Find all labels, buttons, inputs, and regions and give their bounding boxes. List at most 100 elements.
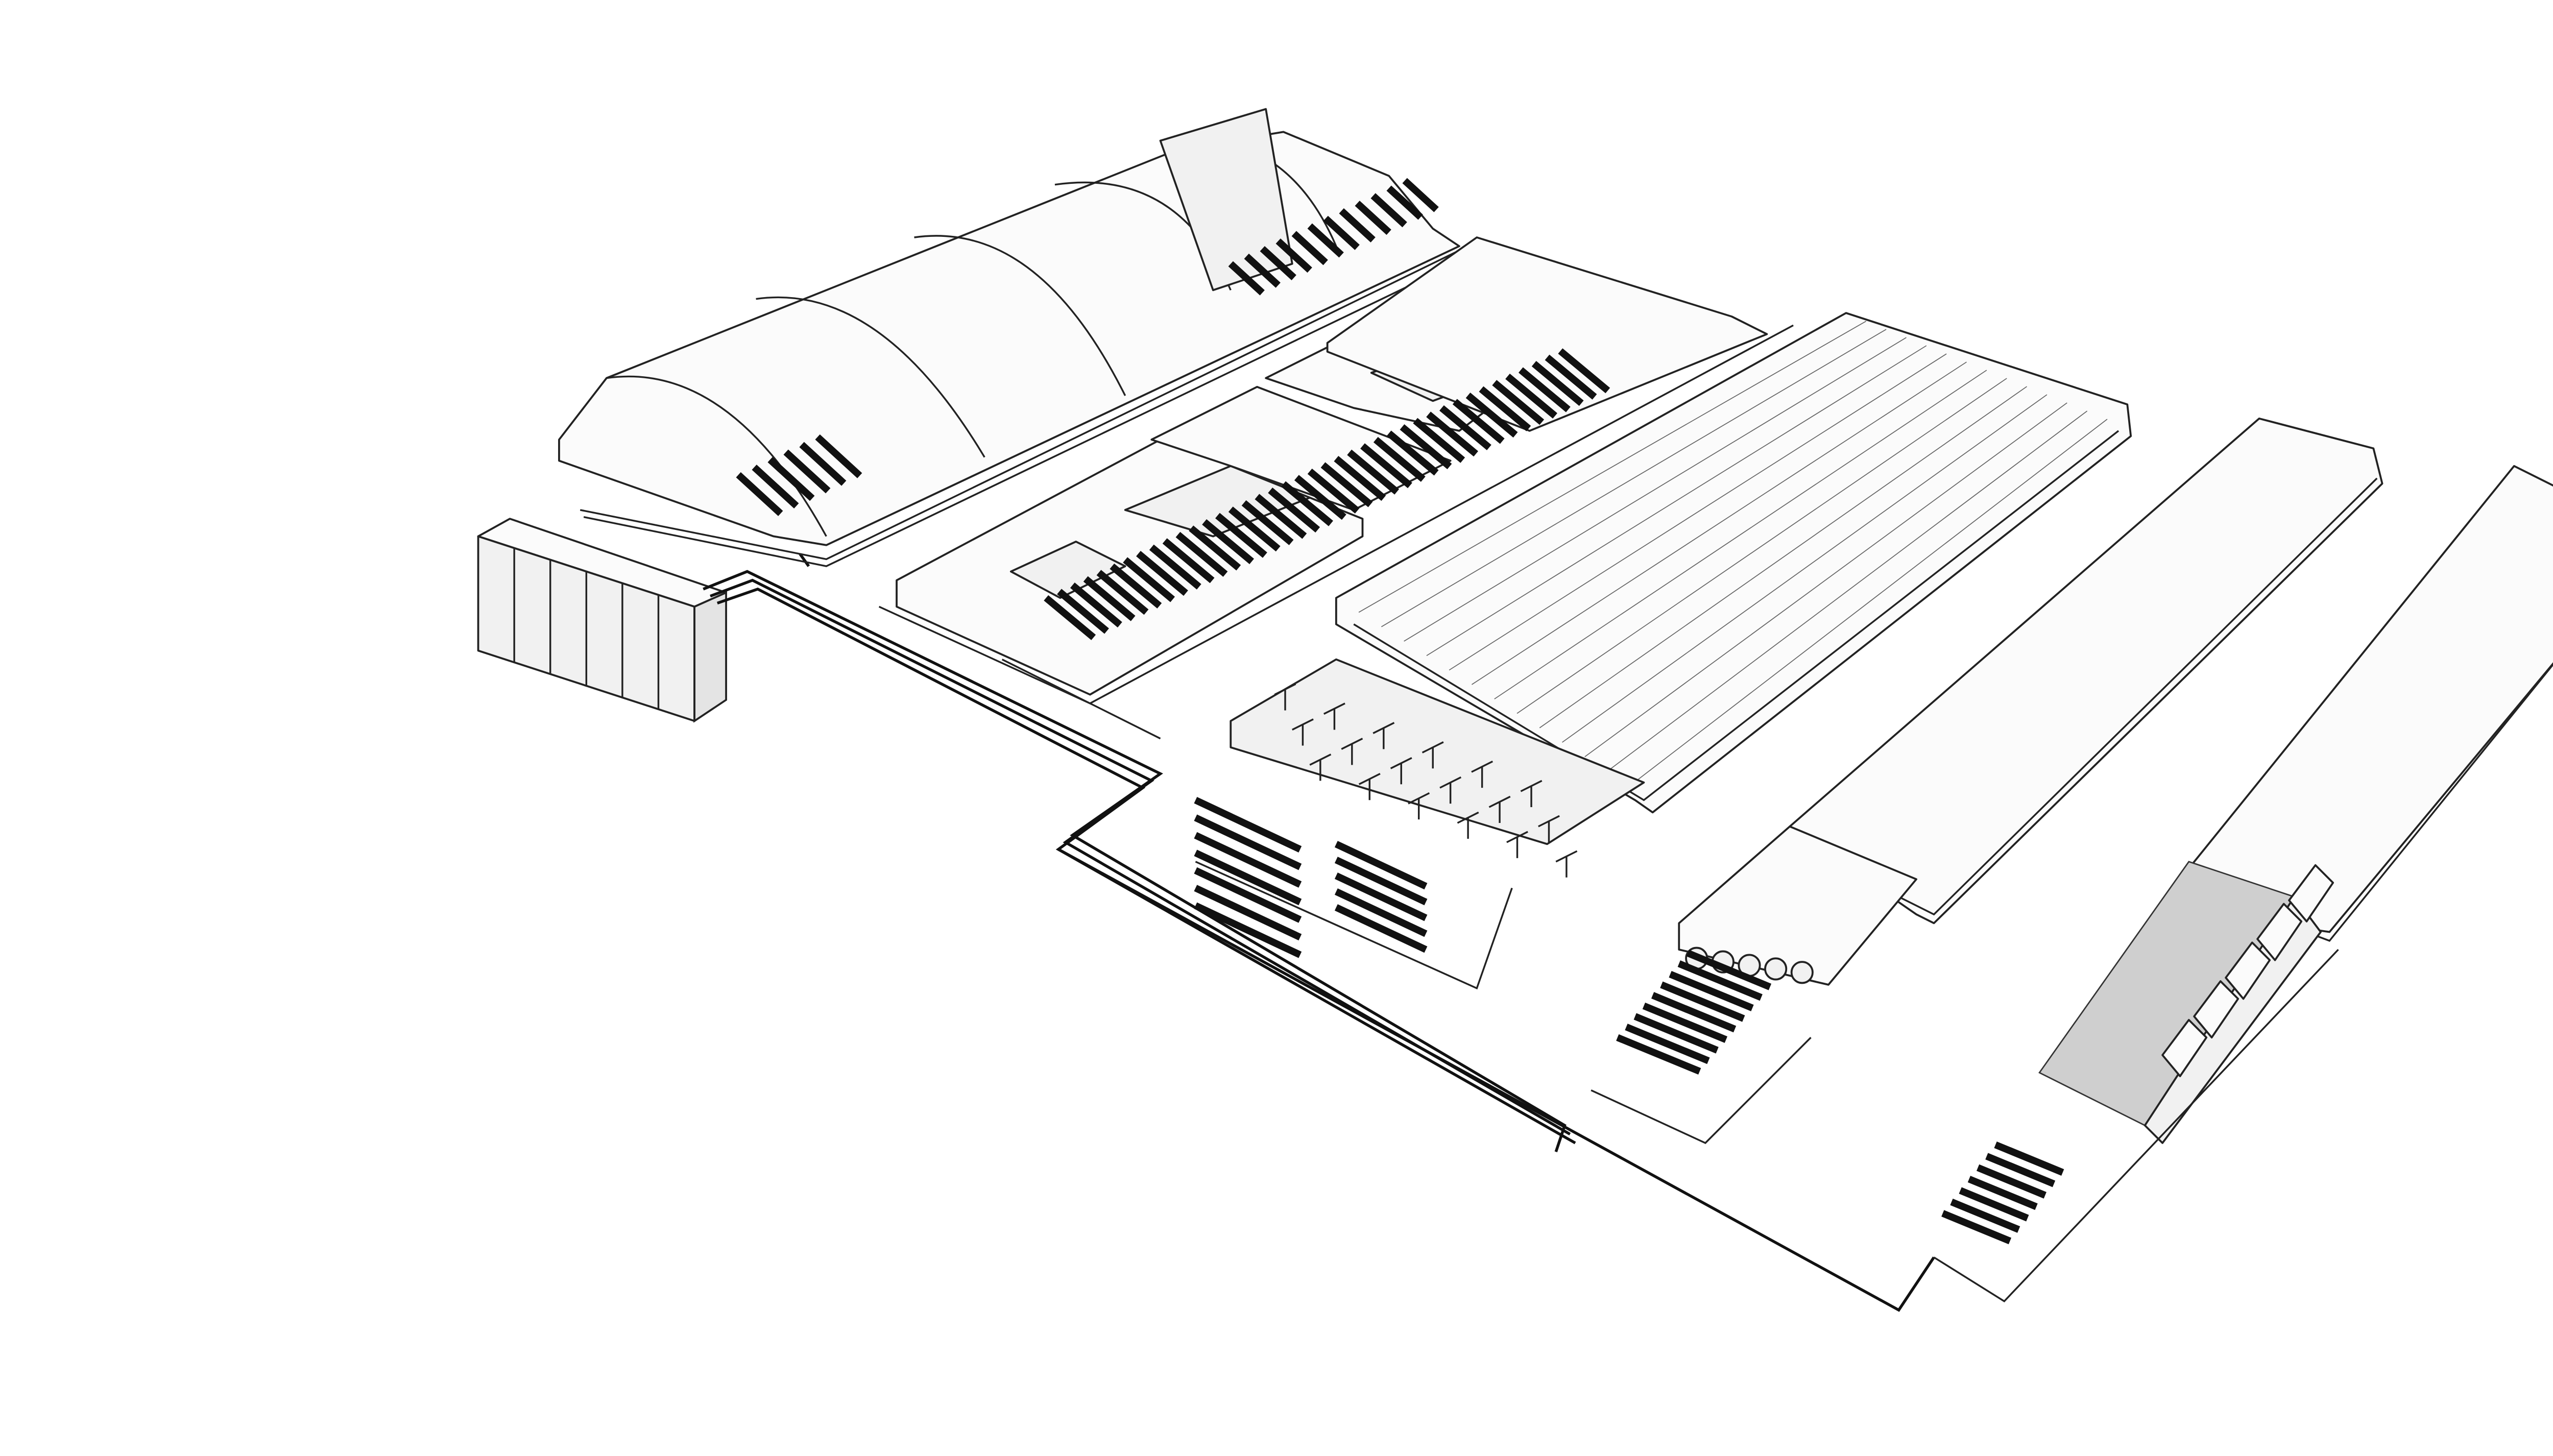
roller-rail (1241, 500, 1294, 545)
tent-arch (756, 296, 985, 458)
roller-rail (1985, 1153, 2056, 1187)
lifting-frame (1274, 683, 1296, 711)
roller-rail (1545, 354, 1597, 400)
roller-rail (1228, 506, 1281, 552)
wall-rib (2193, 980, 2239, 1039)
cable-run (703, 553, 1935, 1312)
roller-rail (1110, 563, 1162, 609)
roller-rail (1651, 992, 1737, 1033)
roller-rail (1465, 393, 1518, 438)
slab-groove (1449, 353, 1947, 671)
roller-rail (1413, 418, 1465, 463)
roller-rail (1505, 373, 1557, 419)
bed-wall-panels (878, 236, 1794, 740)
slab-groove (1381, 329, 1887, 627)
lifting-frame (1323, 702, 1345, 730)
lifting-frame (1408, 792, 1430, 820)
roller-rail (1323, 215, 1360, 250)
wall-rib (2161, 1018, 2208, 1077)
roller-rail (1339, 208, 1376, 242)
roller-rail (1189, 525, 1241, 571)
lifting-frame (1538, 815, 1560, 842)
roller-rail (1194, 867, 1302, 923)
roller-rail (752, 465, 799, 509)
roller-rail (1162, 538, 1215, 584)
roller-rail (1136, 551, 1188, 596)
slab-groove (1404, 337, 1907, 642)
roller-rail (1531, 361, 1584, 406)
bed-curing-tent (558, 108, 1474, 567)
lifting-frame (1292, 718, 1314, 746)
roller-rail (1215, 513, 1267, 558)
bed-hollow-core (1591, 417, 2383, 1144)
slab-groove (1629, 419, 2108, 786)
lifting-frame (1341, 738, 1363, 765)
lifting-frame (1555, 850, 1578, 878)
roller-rail (783, 449, 831, 494)
roller-rail (1268, 488, 1320, 533)
roller-rail (1057, 589, 1109, 634)
roller-rail (1642, 1002, 1728, 1043)
roller-rail (1355, 201, 1391, 235)
slab-groove (1358, 321, 1867, 613)
roller-rail (1334, 872, 1428, 921)
wall-rib (2225, 941, 2271, 1000)
roller-rail (1307, 468, 1360, 514)
roller-rail (767, 457, 815, 501)
slab-groove (1607, 410, 2088, 772)
roller-rail (1294, 475, 1346, 520)
roller-rail (1686, 950, 1772, 990)
roller-rail (1677, 960, 1763, 1001)
roller-rail (1492, 380, 1545, 425)
roller-rail (1941, 1210, 2012, 1245)
roller-rail (1660, 981, 1745, 1022)
roller-rail (1347, 449, 1400, 495)
roller-rail (1044, 595, 1096, 640)
slab-groove (1584, 402, 2067, 758)
lifting-frame (1520, 780, 1543, 807)
roller-rail (1439, 405, 1491, 450)
lifting-frame (1358, 773, 1381, 800)
hollow-core-void (1790, 961, 1814, 984)
slab-groove (1539, 386, 2028, 729)
roller-rail (1360, 443, 1412, 489)
roller-rail (1967, 1176, 2038, 1210)
lifting-frame (1439, 776, 1462, 804)
roller-rail (1479, 386, 1531, 431)
roller-rail (1291, 231, 1328, 265)
roller-rail (1194, 902, 1302, 958)
roller-rail (1334, 904, 1428, 953)
roller-rail (1373, 436, 1426, 482)
slab-groove (1426, 345, 1927, 657)
slab-groove (1516, 378, 2007, 714)
roller-rail (1334, 888, 1428, 937)
roller-rail (1426, 411, 1478, 457)
roller-rail (1977, 1164, 2046, 1199)
lifting-frame (1309, 754, 1332, 781)
wall-rib (2256, 903, 2303, 961)
roller-rail (736, 472, 783, 516)
lifting-frame (1457, 811, 1479, 839)
roller-rail (1255, 494, 1307, 539)
roller-rail (1260, 246, 1296, 280)
roller-rail (1452, 399, 1505, 444)
roller-rail (1281, 481, 1333, 526)
bed-retaining-wall (1933, 465, 2553, 1303)
lifting-frame (1488, 795, 1511, 823)
roller-rail (1244, 253, 1281, 288)
roller-rail (1400, 424, 1452, 470)
roller-rail (1950, 1198, 2020, 1233)
roller-rail (1518, 367, 1571, 412)
roller-rail (1083, 576, 1136, 621)
roller-rail (1386, 430, 1439, 476)
roller-rail (1402, 178, 1439, 212)
roller-rail (1616, 1034, 1701, 1075)
roller-rail (1070, 583, 1122, 628)
roller-rail (1558, 348, 1610, 394)
roller-rail (1386, 185, 1423, 220)
lifting-frame (1372, 722, 1395, 749)
roller-rail (1096, 570, 1149, 615)
roller-rail (1320, 462, 1373, 507)
roller-rail (1194, 796, 1302, 853)
roller-rail (1633, 1013, 1719, 1054)
